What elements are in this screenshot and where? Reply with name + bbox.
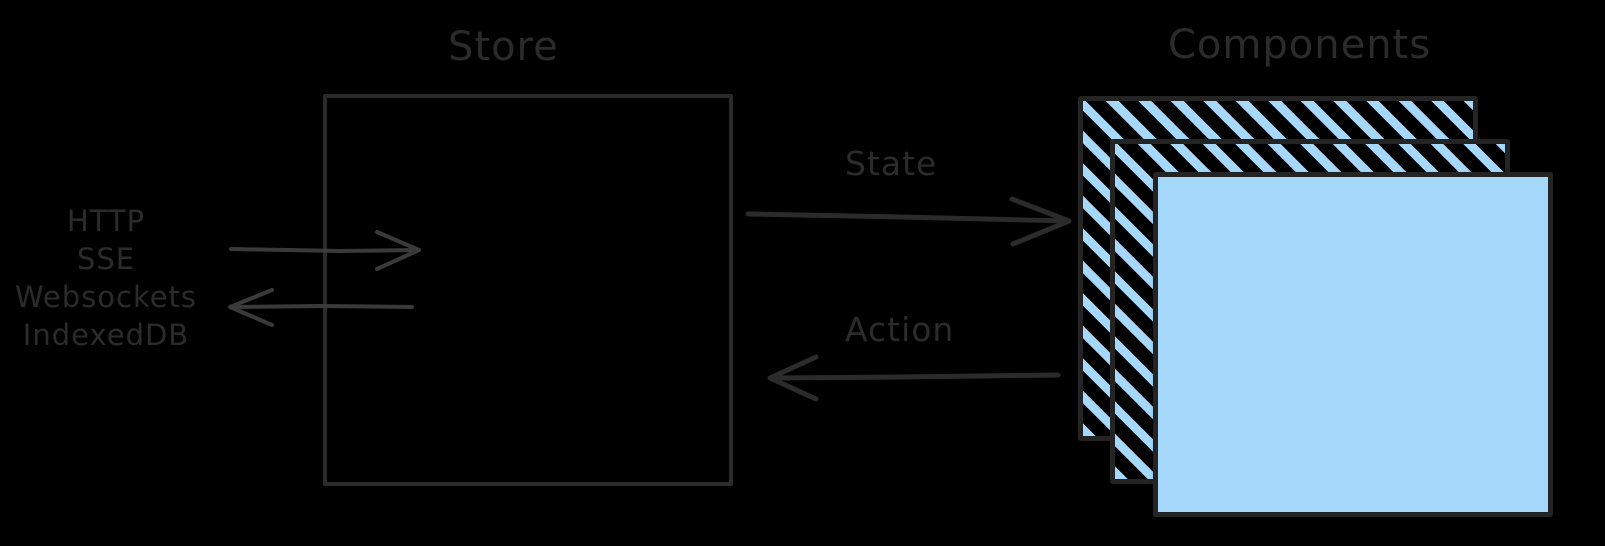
protocol-label-websockets: Websockets: [14, 280, 198, 314]
store-box: [323, 94, 733, 486]
flow-label-state: State: [845, 144, 938, 183]
protocol-label-group: HTTP SSE Websockets IndexedDB: [0, 202, 212, 354]
protocol-label-indexeddb: IndexedDB: [22, 318, 190, 352]
action-arrow-icon: [767, 354, 1061, 402]
page-title-store: Store: [448, 24, 559, 70]
page-title-components: Components: [1168, 22, 1432, 68]
protocol-label-sse: SSE: [76, 242, 136, 276]
protocol-label-http: HTTP: [66, 204, 146, 238]
flow-label-action: Action: [845, 310, 955, 349]
component-card-front: [1153, 172, 1553, 517]
state-arrow-icon: [745, 196, 1072, 247]
